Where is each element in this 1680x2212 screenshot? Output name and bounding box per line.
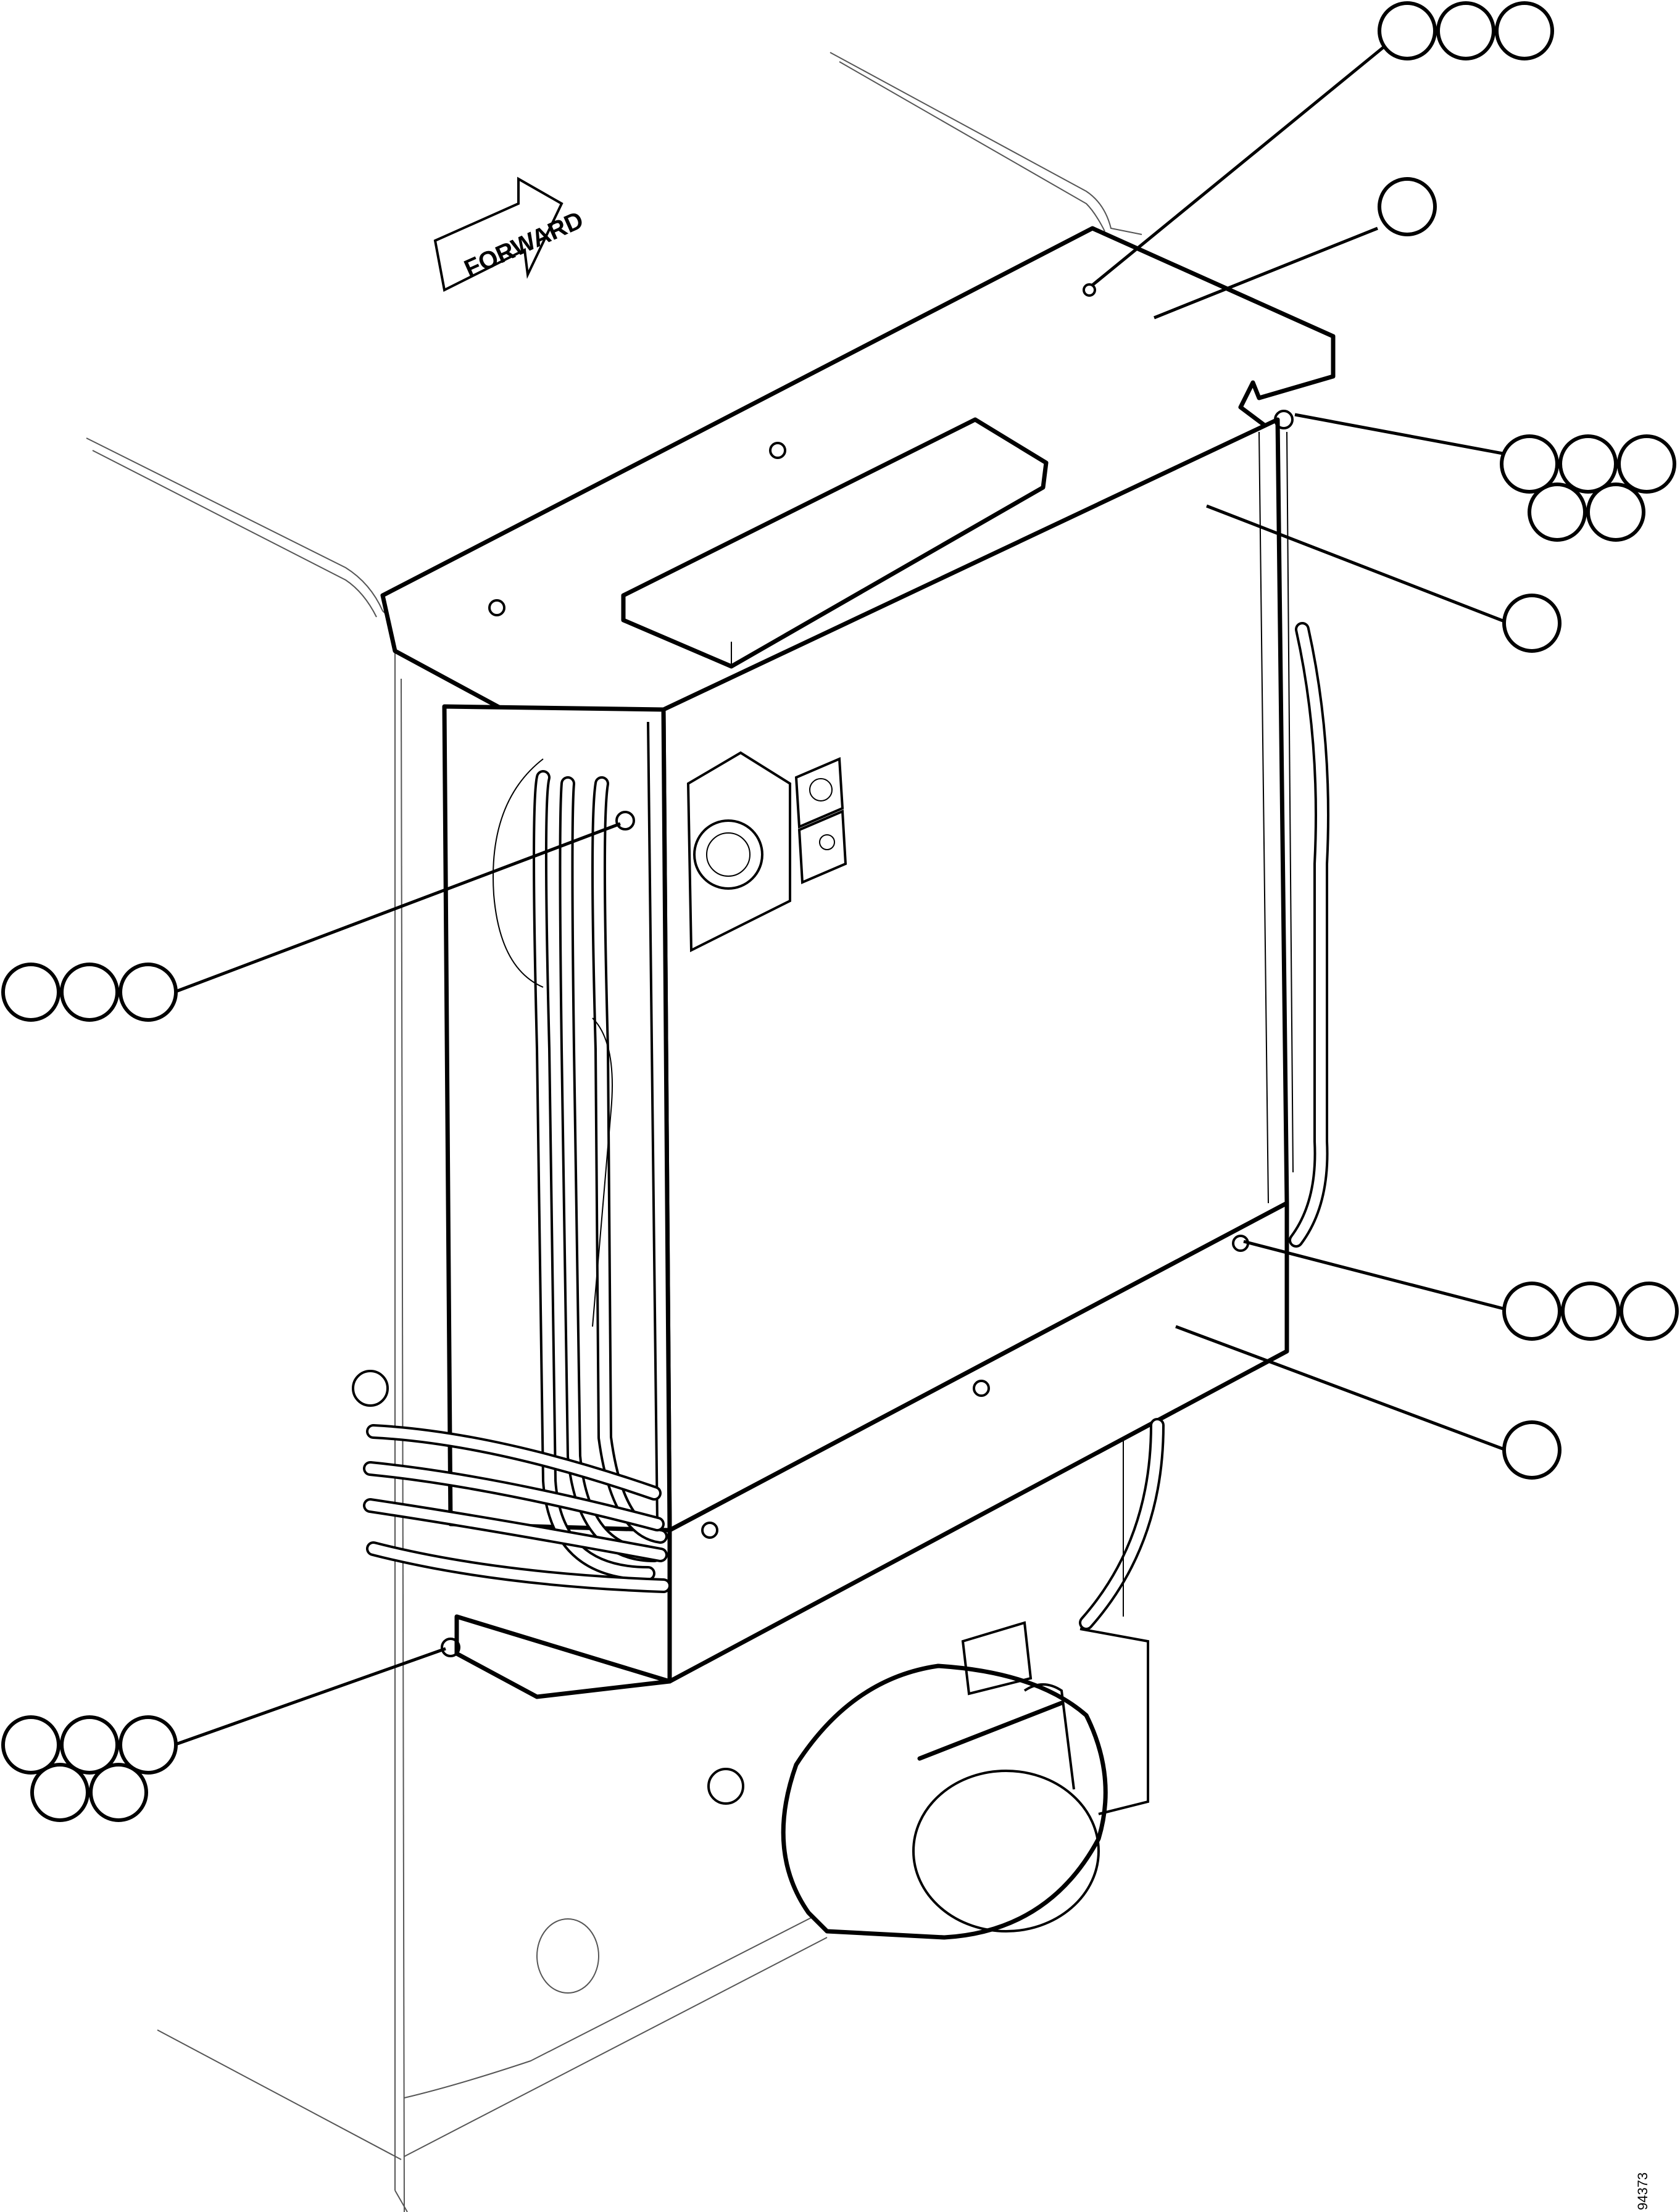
fitting-bottom-left [441, 1638, 460, 1657]
fitting-top-right [1274, 410, 1294, 429]
callout-balloon [1558, 434, 1618, 494]
forward-arrow: FORWARD [433, 176, 588, 292]
access-hole [536, 1918, 599, 1994]
callout-left-fitting [1, 963, 178, 1022]
callout-balloon [89, 1763, 148, 1822]
body-openings [536, 1918, 599, 1994]
callout-top-hardware [1378, 1, 1554, 60]
gauge-plate [686, 751, 847, 953]
callout-lower-hardware [1502, 1282, 1679, 1341]
top-cover-plate [380, 226, 1336, 777]
callout-balloon [1, 963, 60, 1022]
machine-body-outline [86, 52, 1142, 2212]
callout-balloon [30, 1763, 89, 1822]
top-cover-hole [1083, 283, 1096, 297]
callout-bottom-panel [1502, 1420, 1561, 1480]
right-hose-assembly [1079, 431, 1329, 1630]
callout-balloon [119, 1715, 178, 1775]
callout-bottom-left-fittings [1, 1715, 178, 1822]
housing-box [442, 417, 1289, 1533]
callout-balloon [60, 1715, 119, 1775]
callout-side-panel [1502, 594, 1561, 653]
callout-balloon [1561, 1282, 1620, 1341]
callout-balloon [1528, 483, 1587, 542]
callout-balloon [1436, 1, 1495, 60]
callout-balloon [1586, 483, 1645, 542]
bottom-panel-bolt [701, 1522, 718, 1539]
fitting-clamp [352, 1370, 389, 1407]
callout-balloon [1502, 1282, 1561, 1341]
callout-balloon [119, 963, 178, 1022]
warning-decal [797, 810, 847, 884]
top-cover-bolt [488, 599, 505, 616]
callout-balloon [1, 1715, 60, 1775]
callout-balloon [1378, 1, 1437, 60]
drawing-number: 94373 [1635, 2173, 1650, 2210]
gauge [693, 819, 763, 890]
fittings [352, 410, 1294, 1657]
fitting-left [615, 811, 635, 831]
callout-balloon [1620, 1282, 1679, 1341]
bottom-panel [454, 1201, 1289, 1699]
callout-balloon [1378, 177, 1437, 236]
callout-balloon [1502, 594, 1561, 653]
callout-top-cover [1378, 177, 1437, 236]
callout-right-upper-fittings [1500, 434, 1676, 542]
forward-arrow-label: FORWARD [460, 206, 588, 283]
callout-balloon [60, 963, 119, 1022]
exhaust-pipe [707, 1621, 1149, 1940]
callout-balloon [1495, 1, 1554, 60]
warning-decal [794, 757, 844, 829]
callout-balloon [1502, 1420, 1561, 1480]
hose-assembly [363, 758, 671, 1593]
top-cover-bolt [769, 442, 786, 459]
bottom-panel-bolt [973, 1380, 990, 1397]
callout-balloon [1617, 434, 1676, 494]
leader-lines [173, 41, 1507, 1747]
callout-balloon [1500, 434, 1559, 494]
